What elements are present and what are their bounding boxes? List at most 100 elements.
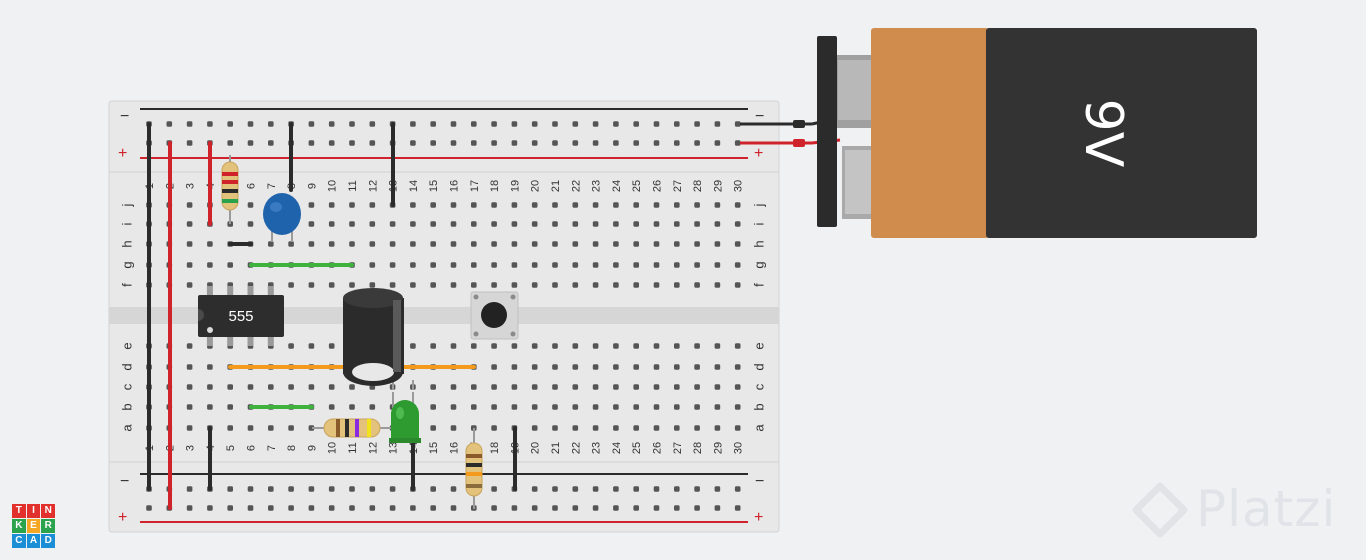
breadboard-hole[interactable] bbox=[511, 364, 518, 370]
rail-hole[interactable] bbox=[471, 121, 477, 127]
breadboard-hole[interactable] bbox=[369, 202, 376, 208]
rail-hole[interactable] bbox=[714, 121, 721, 127]
breadboard-hole[interactable] bbox=[674, 202, 680, 208]
breadboard-hole[interactable] bbox=[694, 221, 700, 227]
breadboard-hole[interactable] bbox=[511, 343, 518, 349]
rail-hole[interactable] bbox=[653, 140, 660, 146]
breadboard-hole[interactable] bbox=[531, 425, 538, 431]
breadboard-hole[interactable] bbox=[734, 262, 741, 268]
breadboard-hole[interactable] bbox=[592, 202, 599, 208]
rail-hole[interactable] bbox=[653, 121, 660, 127]
breadboard-hole[interactable] bbox=[471, 384, 477, 390]
breadboard-hole[interactable] bbox=[268, 425, 274, 431]
breadboard-hole[interactable] bbox=[552, 384, 558, 390]
breadboard-hole[interactable] bbox=[674, 404, 680, 410]
breadboard-hole[interactable] bbox=[694, 404, 700, 410]
breadboard-hole[interactable] bbox=[531, 262, 538, 268]
rail-hole[interactable] bbox=[349, 505, 355, 511]
rail-hole[interactable] bbox=[247, 140, 254, 146]
breadboard-hole[interactable] bbox=[714, 221, 721, 227]
rail-hole[interactable] bbox=[247, 486, 254, 492]
rail-hole[interactable] bbox=[491, 486, 497, 492]
rail-hole[interactable] bbox=[531, 140, 538, 146]
breadboard-hole[interactable] bbox=[491, 425, 497, 431]
breadboard-hole[interactable] bbox=[531, 364, 538, 370]
breadboard-hole[interactable] bbox=[653, 425, 660, 431]
breadboard-hole[interactable] bbox=[734, 384, 741, 390]
breadboard-hole[interactable] bbox=[694, 343, 700, 349]
breadboard-hole[interactable] bbox=[349, 404, 355, 410]
rail-hole[interactable] bbox=[633, 486, 639, 492]
breadboard-hole[interactable] bbox=[592, 241, 599, 247]
breadboard-hole[interactable] bbox=[613, 384, 619, 390]
breadboard-hole[interactable] bbox=[531, 282, 538, 288]
breadboard-hole[interactable] bbox=[450, 221, 457, 227]
rail-hole[interactable] bbox=[471, 140, 477, 146]
rail-hole[interactable] bbox=[734, 140, 741, 146]
rail-hole[interactable] bbox=[552, 486, 558, 492]
breadboard-hole[interactable] bbox=[430, 343, 436, 349]
rail-hole[interactable] bbox=[186, 486, 193, 492]
breadboard-hole[interactable] bbox=[471, 202, 477, 208]
breadboard-hole[interactable] bbox=[491, 221, 497, 227]
rail-hole[interactable] bbox=[572, 121, 579, 127]
breadboard-hole[interactable] bbox=[674, 221, 680, 227]
rail-hole[interactable] bbox=[227, 486, 233, 492]
rail-hole[interactable] bbox=[410, 505, 416, 511]
breadboard-hole[interactable] bbox=[268, 241, 274, 247]
breadboard-hole[interactable] bbox=[694, 282, 700, 288]
breadboard-hole[interactable] bbox=[491, 404, 497, 410]
rail-hole[interactable] bbox=[227, 121, 233, 127]
electrolytic-capacitor[interactable] bbox=[343, 288, 414, 390]
rail-hole[interactable] bbox=[349, 486, 355, 492]
breadboard-hole[interactable] bbox=[328, 282, 335, 288]
breadboard-hole[interactable] bbox=[430, 221, 436, 227]
breadboard-hole[interactable] bbox=[694, 241, 700, 247]
breadboard-hole[interactable] bbox=[633, 282, 639, 288]
breadboard-hole[interactable] bbox=[308, 343, 315, 349]
rail-hole[interactable] bbox=[613, 140, 619, 146]
breadboard-hole[interactable] bbox=[389, 241, 396, 247]
breadboard-hole[interactable] bbox=[450, 282, 457, 288]
rail-hole[interactable] bbox=[694, 505, 700, 511]
breadboard-hole[interactable] bbox=[186, 343, 193, 349]
rail-hole[interactable] bbox=[227, 505, 233, 511]
rail-hole[interactable] bbox=[328, 486, 335, 492]
breadboard-hole[interactable] bbox=[714, 384, 721, 390]
breadboard-hole[interactable] bbox=[572, 241, 579, 247]
breadboard-hole[interactable] bbox=[186, 425, 193, 431]
breadboard-hole[interactable] bbox=[227, 262, 233, 268]
rail-hole[interactable] bbox=[633, 505, 639, 511]
rail-hole[interactable] bbox=[531, 121, 538, 127]
breadboard-hole[interactable] bbox=[410, 202, 416, 208]
breadboard-hole[interactable] bbox=[511, 221, 518, 227]
rail-hole[interactable] bbox=[572, 486, 579, 492]
rail-hole[interactable] bbox=[653, 486, 660, 492]
rail-hole[interactable] bbox=[369, 505, 376, 511]
rail-hole[interactable] bbox=[349, 140, 355, 146]
breadboard-hole[interactable] bbox=[653, 364, 660, 370]
breadboard-hole[interactable] bbox=[491, 282, 497, 288]
breadboard-hole[interactable] bbox=[734, 404, 741, 410]
rail-hole[interactable] bbox=[592, 505, 599, 511]
breadboard-hole[interactable] bbox=[592, 262, 599, 268]
rail-hole[interactable] bbox=[674, 140, 680, 146]
rail-hole[interactable] bbox=[369, 140, 376, 146]
breadboard-hole[interactable] bbox=[491, 343, 497, 349]
breadboard-hole[interactable] bbox=[207, 262, 213, 268]
breadboard-hole[interactable] bbox=[349, 241, 355, 247]
breadboard-hole[interactable] bbox=[734, 282, 741, 288]
breadboard-hole[interactable] bbox=[592, 221, 599, 227]
breadboard-hole[interactable] bbox=[653, 241, 660, 247]
breadboard-hole[interactable] bbox=[186, 262, 193, 268]
led-green[interactable] bbox=[389, 392, 421, 443]
breadboard-hole[interactable] bbox=[288, 343, 294, 349]
breadboard-hole[interactable] bbox=[186, 241, 193, 247]
breadboard-hole[interactable] bbox=[592, 404, 599, 410]
breadboard-hole[interactable] bbox=[369, 221, 376, 227]
breadboard-hole[interactable] bbox=[552, 425, 558, 431]
breadboard-hole[interactable] bbox=[471, 221, 477, 227]
rail-hole[interactable] bbox=[430, 486, 436, 492]
rail-hole[interactable] bbox=[613, 505, 619, 511]
rail-hole[interactable] bbox=[633, 140, 639, 146]
